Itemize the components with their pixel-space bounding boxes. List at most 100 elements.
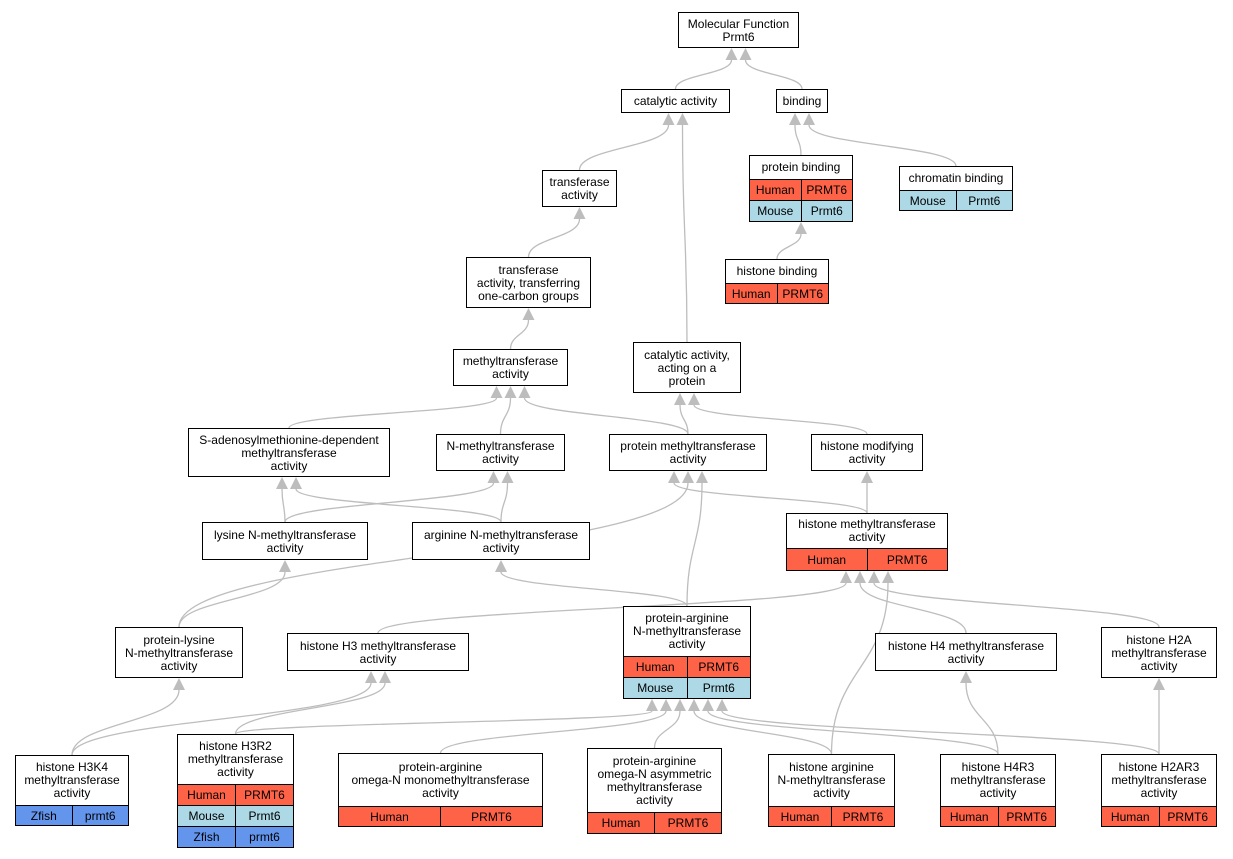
node-label-line: histone H3R2 bbox=[199, 739, 272, 753]
node-label-line: binding bbox=[782, 94, 822, 108]
node-label-line: activity bbox=[217, 765, 254, 779]
edge-sam-dependent-methyltransferase-to-methyltransferase-activity bbox=[288, 397, 498, 429]
edge-protein-binding-to-binding bbox=[794, 124, 802, 156]
node-label-line: methyltransferase bbox=[187, 752, 284, 766]
annotation-gene: PRMT6 bbox=[866, 549, 948, 570]
edge-histone-arginine-n-methyltransferase-to-protein-arginine-n-methyltransferase bbox=[693, 710, 833, 755]
node-label: histone binding bbox=[726, 260, 828, 283]
node-catalytic-activity[interactable]: catalytic activity bbox=[621, 89, 730, 113]
arrowhead-icon bbox=[840, 571, 852, 583]
edge-protein-methyltransferase-to-catalytic-acting-on-protein bbox=[679, 404, 689, 435]
arrowhead-icon bbox=[803, 113, 815, 125]
annotation-gene: PRMT6 bbox=[440, 807, 542, 826]
arrowhead-icon bbox=[854, 571, 866, 583]
node-label-line: transferase bbox=[498, 262, 559, 277]
annotation-gene: PRMT6 bbox=[997, 807, 1056, 826]
node-label-line: acting on a bbox=[657, 360, 717, 375]
arrowhead-icon bbox=[660, 699, 672, 711]
edge-methyltransferase-activity-to-transferase-one-carbon bbox=[509, 319, 530, 350]
node-label-line: protein methyltransferase bbox=[620, 439, 756, 453]
node-label-line: activity bbox=[270, 458, 308, 473]
node-label-line: N-methyltransferase bbox=[446, 439, 555, 453]
node-label-line: activity bbox=[53, 786, 91, 800]
annotation-species: Human bbox=[635, 660, 675, 674]
node-label-line: activity bbox=[422, 785, 459, 800]
annotation-gene: PRMT6 bbox=[831, 807, 894, 826]
node-label-line: Prmt6 bbox=[722, 29, 755, 44]
node-label-line: activity bbox=[482, 540, 520, 555]
edge-transferase-one-carbon-to-transferase-activity bbox=[527, 218, 581, 258]
annotation-species: Human bbox=[1110, 809, 1150, 824]
node-label-line: activity bbox=[266, 540, 304, 555]
node-binding[interactable]: binding bbox=[776, 89, 828, 113]
edge-histone-modifying-to-catalytic-acting-on-protein bbox=[693, 404, 868, 435]
node-label: catalytic activity bbox=[622, 90, 729, 113]
annotation-species: Human bbox=[731, 286, 771, 301]
edge-catalytic-acting-on-protein-to-catalytic-activity bbox=[681, 124, 688, 343]
edge-histone-methyltransferase-to-protein-methyltransferase bbox=[673, 482, 868, 514]
arrowhead-icon bbox=[682, 471, 694, 483]
edge-histone-binding-to-protein-binding bbox=[776, 233, 802, 260]
edge-lysine-n-methyltransferase-to-sam-dependent-methyltransferase bbox=[281, 488, 286, 523]
annotation-gene: PRMT6 bbox=[686, 657, 751, 677]
annotation-gene: prmt6 bbox=[71, 806, 129, 825]
annotation-species: Zfish bbox=[30, 808, 57, 823]
annotation-species: Human bbox=[780, 809, 820, 824]
node-label-line: arginine N-methyltransferase bbox=[423, 527, 579, 542]
node-label-line: activity bbox=[160, 658, 198, 673]
arrowhead-icon bbox=[668, 471, 680, 483]
edge-histone-h2a-methyltransferase-to-histone-methyltransferase bbox=[873, 582, 1160, 628]
arrowhead-icon bbox=[716, 699, 728, 711]
edge-catalytic-activity-to-molecular-function bbox=[674, 59, 733, 90]
edge-binding-to-molecular-function bbox=[744, 59, 803, 90]
annotation-species: Mouse bbox=[909, 193, 946, 208]
node-label-line: activity bbox=[813, 786, 850, 800]
edge-histone-h4r3-methyltransferase-to-protein-arginine-n-methyltransferase bbox=[707, 710, 999, 755]
annotation-species: Human bbox=[187, 788, 226, 802]
annotation-gene: prmt6 bbox=[235, 827, 293, 847]
node-label-line: activity bbox=[848, 452, 886, 466]
arrowhead-icon bbox=[696, 471, 708, 483]
edge-histone-h3-methyltransferase-to-histone-methyltransferase bbox=[377, 582, 847, 634]
